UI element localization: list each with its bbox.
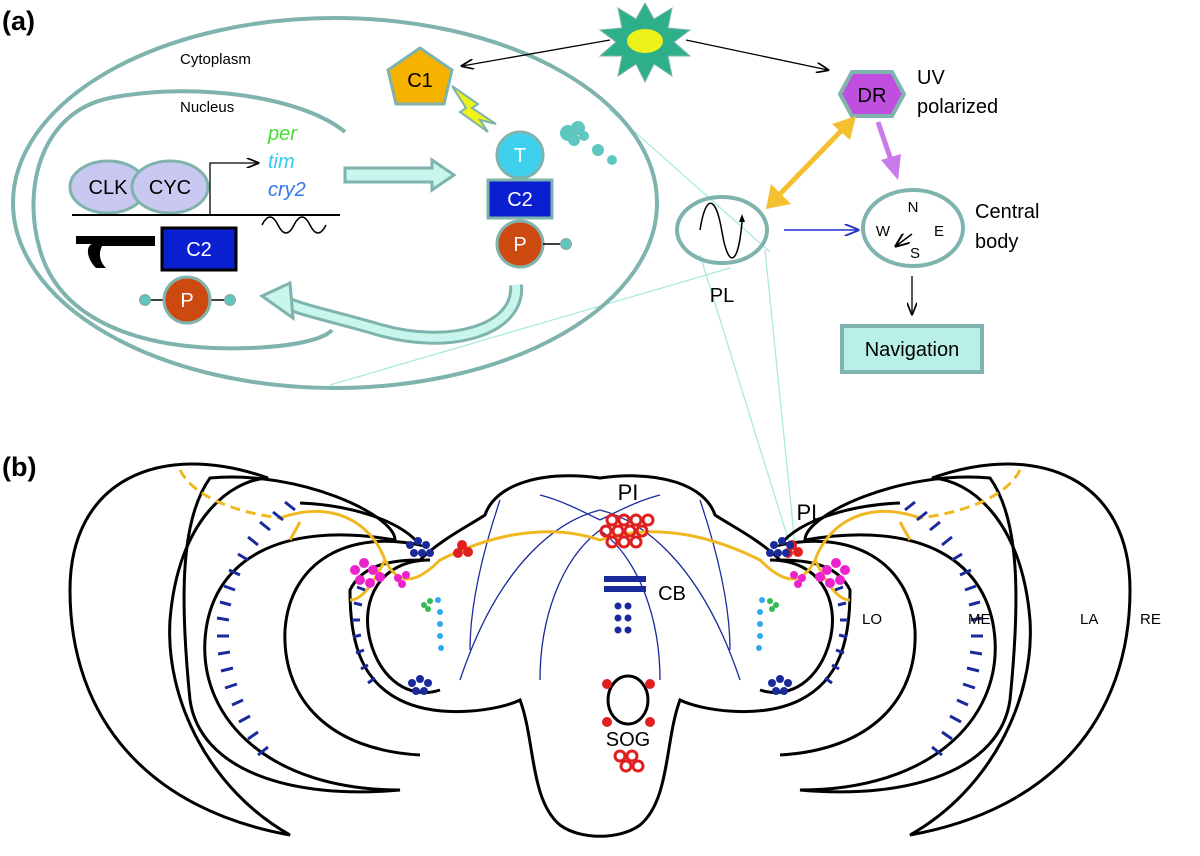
pl-brain-label: PL: [797, 500, 824, 525]
sun-icon: [598, 1, 692, 84]
neurite-projections: [459, 494, 741, 681]
c1-photoreceptor: [386, 46, 454, 106]
dr-photoreceptor: [837, 70, 907, 118]
body-label: body: [975, 231, 1018, 253]
gene-cry2: cry2: [268, 179, 306, 201]
p-repressor: [162, 275, 212, 325]
p-label: P: [513, 234, 526, 256]
re-label: RE: [1140, 611, 1161, 628]
import-arrow: [259, 280, 524, 345]
cyc-label: CYC: [149, 177, 191, 199]
projection-lines: [329, 109, 796, 546]
sun-to-c1-arrow: [462, 39, 611, 66]
mrna-wave: [261, 216, 327, 234]
t-label: T: [514, 145, 526, 167]
c2-repressor-box: [160, 226, 238, 272]
t-protein: [495, 130, 545, 180]
medulla-terminals: [216, 500, 984, 757]
sog-region: [602, 674, 655, 773]
gene-tim: tim: [268, 151, 295, 173]
navigation-box: [840, 324, 984, 374]
pl-label: PL: [710, 285, 734, 307]
phospho-site-right: [224, 294, 236, 306]
phospho-site-left: [139, 294, 151, 306]
sog-label: SOG: [606, 729, 650, 751]
sun-to-dr-arrow: [685, 39, 828, 70]
lightning-icon: [451, 85, 497, 133]
pl-oscillator: [675, 195, 769, 265]
nucleus-label: Nucleus: [180, 99, 234, 116]
panel-a-tag: (a): [2, 6, 35, 36]
cb-label: CB: [658, 583, 686, 605]
compass-s: S: [910, 245, 920, 262]
panel-b-tag: (b): [2, 452, 36, 482]
compass-e: E: [934, 223, 944, 240]
yellow-tracts: [178, 469, 1022, 602]
c2-repressor-label: C2: [186, 239, 212, 261]
compass-w: W: [876, 223, 891, 240]
lo-label: LO: [862, 611, 882, 628]
nucleus-membrane: [31, 89, 347, 351]
lateral-neuron-clusters: [350, 537, 850, 695]
central-label: Central: [975, 201, 1039, 223]
repressor-bar: [76, 236, 155, 268]
c1-label: C1: [407, 70, 433, 92]
c2-label: C2: [507, 189, 533, 211]
pi-label: PI: [618, 480, 639, 505]
central-body: [861, 188, 965, 268]
pi-neuron-cluster: [599, 513, 655, 549]
gene-per: per: [267, 123, 298, 145]
uv-label: UV: [917, 67, 945, 89]
oscillation-wave: [699, 202, 743, 259]
polarized-label: polarized: [917, 96, 998, 118]
dr-label: DR: [858, 85, 887, 107]
pl-neuron-clusters: [453, 540, 803, 558]
brain-outline: [68, 462, 1132, 838]
cytoplasm-label: Cytoplasm: [180, 51, 251, 68]
cytoplasm-membrane: [11, 16, 659, 390]
oscillation-arrowhead: [739, 214, 745, 222]
degradation-particles: [560, 121, 617, 165]
dr-to-central-body-arrow: [875, 121, 901, 180]
me-label: ME: [968, 611, 991, 628]
clk-label: CLK: [89, 177, 129, 199]
compass-n: N: [908, 199, 919, 216]
la-label: LA: [1080, 611, 1098, 628]
p-phospho-site: [560, 238, 572, 250]
cyc-protein: [130, 159, 210, 215]
central-body-neurons: [604, 576, 646, 634]
navigation-label: Navigation: [865, 339, 960, 361]
export-arrow: [343, 157, 457, 193]
p-repressor-label: P: [180, 290, 193, 312]
transcription-arrow: [209, 163, 258, 215]
pl-dr-double-arrow: [766, 116, 856, 209]
compass-needle: [896, 234, 913, 246]
c2-box: [486, 178, 554, 220]
